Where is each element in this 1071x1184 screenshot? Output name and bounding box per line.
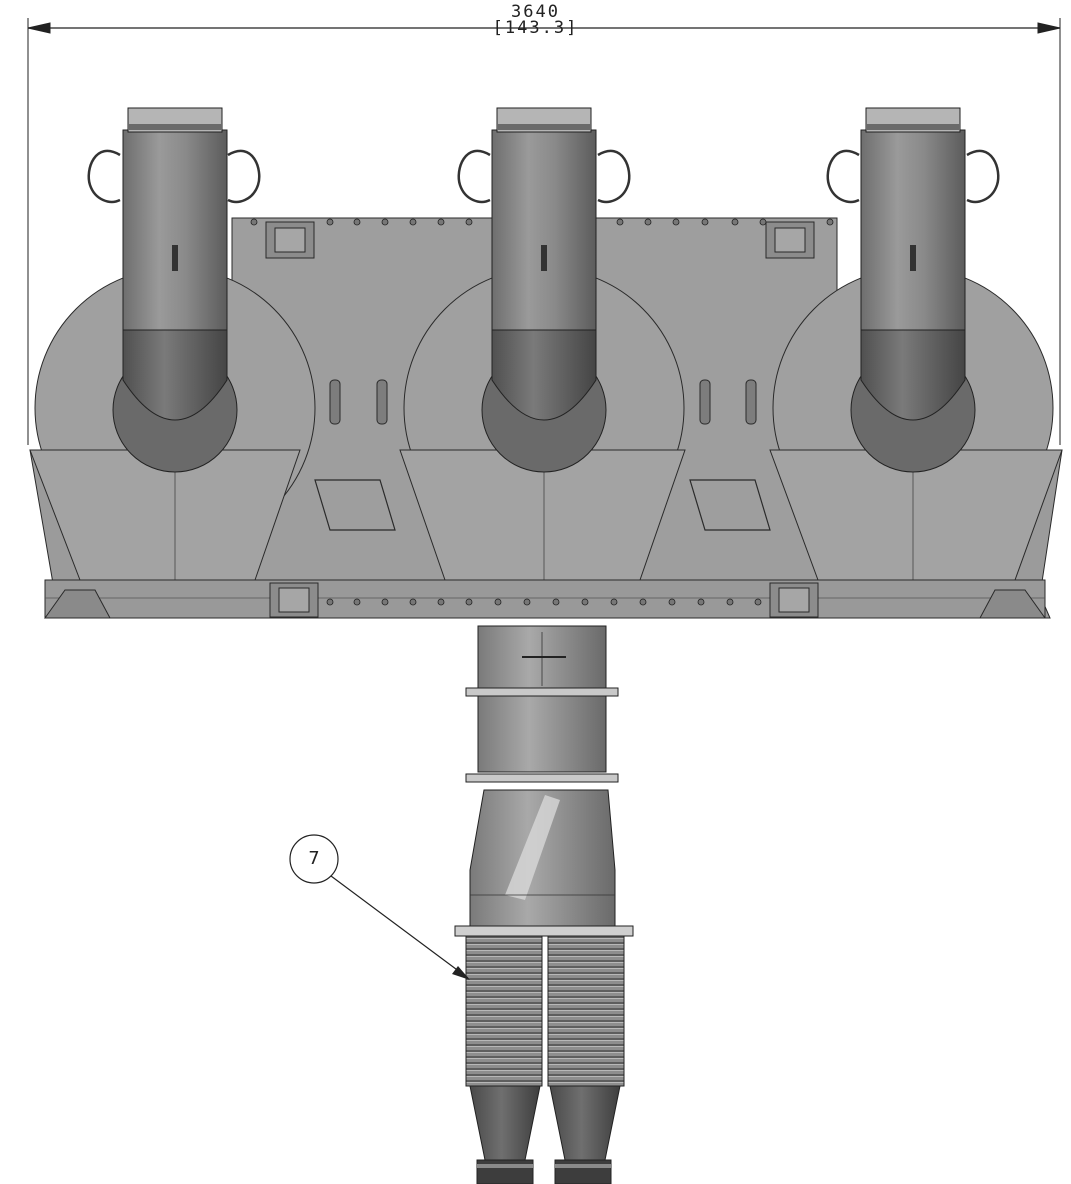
dimension-value-mm: 3640	[511, 2, 560, 22]
flexible-bellows	[465, 935, 625, 1184]
item-callout-balloon	[289, 834, 470, 980]
bottom-bolts	[326, 598, 762, 606]
callout-label: 7	[308, 848, 320, 869]
top-bolts	[250, 218, 834, 226]
dimension-value-inch: [143.3]	[492, 18, 579, 38]
filter-cylinder-center	[457, 107, 631, 473]
filter-cylinder-right	[826, 107, 1000, 473]
overall-width-dimension	[27, 18, 1061, 445]
outlet-duct	[454, 625, 634, 937]
filter-cylinder-left	[87, 107, 261, 473]
